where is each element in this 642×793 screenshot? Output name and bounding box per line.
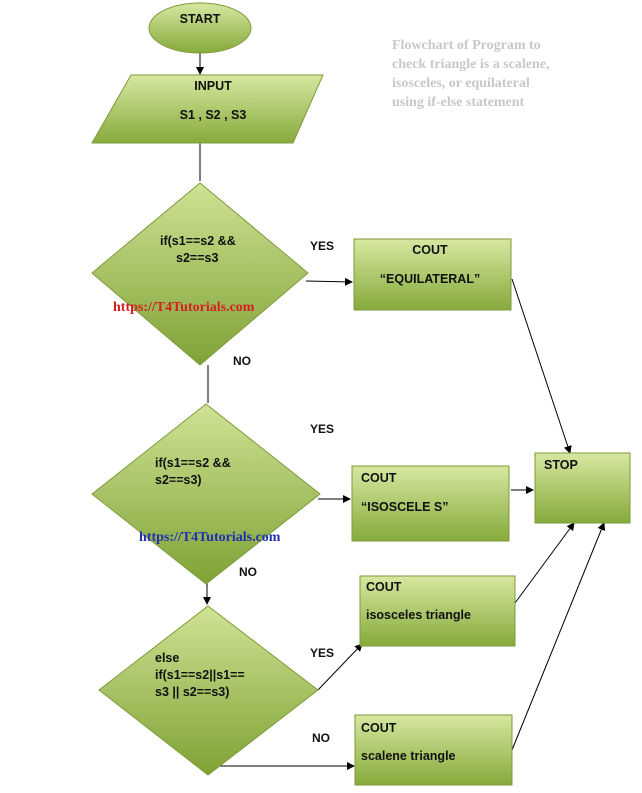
no-label-2: NO: [239, 565, 257, 579]
output-isosceles: COUT “ISOSCELE S”: [351, 465, 510, 542]
start-label: START: [180, 12, 221, 26]
equilateral-title: COUT: [412, 243, 448, 257]
output-scalene: COUT scalene triangle: [354, 714, 513, 786]
caption-line-2: check triangle is a scalene,: [392, 57, 549, 72]
decision3-line-3: s3 || s2==s3): [155, 685, 229, 699]
output-isosceles-triangle: COUT isosceles triangle: [359, 575, 516, 647]
decision-isosceles-triangle: else if(s1==s2||s1== s3 || s2==s3): [98, 605, 319, 776]
stop-node: STOP: [534, 452, 631, 524]
watermark-red: https://T4Tutorials.com: [113, 300, 255, 315]
input-node: INPUT S1 , S2 , S3: [91, 74, 324, 144]
caption-line-4: using if-else statement: [392, 95, 525, 110]
isosceles-title: COUT: [361, 471, 397, 485]
connectors: [196, 53, 606, 770]
stop-label: STOP: [544, 458, 578, 472]
scalene-text: scalene triangle: [361, 749, 456, 763]
yes-label-1: YES: [310, 239, 334, 253]
no-label-3: NO: [312, 731, 330, 745]
start-node: START: [148, 2, 252, 54]
arrow-equilateral-stop: [511, 278, 572, 454]
decision-isosceles: if(s1==s2 && s2==s3): [91, 403, 321, 585]
caption-line-3: isosceles, or equilateral: [392, 76, 530, 91]
arrow-isosceles-triangle-stop: [514, 522, 575, 604]
decision3-line-1: else: [155, 651, 179, 665]
decision2-line-1: if(s1==s2 &&: [155, 456, 231, 470]
isosceles-triangle-title: COUT: [366, 580, 402, 594]
decision2-line-2: s2==s3): [155, 473, 202, 487]
isosceles-text: “ISOSCELE S”: [361, 500, 449, 514]
yes-label-2: YES: [310, 422, 334, 436]
arrow-scalene-stop: [511, 522, 606, 751]
decision1-line-2: s2==s3: [176, 251, 218, 265]
isosceles-triangle-text: isosceles triangle: [366, 608, 471, 622]
caption-line-1: Flowchart of Program to: [392, 38, 541, 53]
equilateral-text: “EQUILATERAL”: [380, 272, 480, 286]
arrow-decision3-isosceles-triangle: [317, 643, 363, 691]
decision1-line-1: if(s1==s2 &&: [160, 234, 236, 248]
input-vars: S1 , S2 , S3: [180, 108, 247, 122]
arrow-decision1-equilateral: [305, 277, 353, 286]
input-title: INPUT: [194, 79, 232, 93]
caption: Flowchart of Program to check triangle i…: [392, 38, 549, 110]
yes-label-3: YES: [310, 646, 334, 660]
watermark-blue: https://T4Tutorials.com: [139, 530, 281, 545]
decision3-line-2: if(s1==s2||s1==: [155, 668, 245, 682]
output-equilateral: COUT “EQUILATERAL”: [353, 238, 512, 311]
scalene-title: COUT: [361, 721, 397, 735]
decision-equilateral: if(s1==s2 && s2==s3: [91, 182, 309, 366]
no-label-1: NO: [233, 354, 251, 368]
